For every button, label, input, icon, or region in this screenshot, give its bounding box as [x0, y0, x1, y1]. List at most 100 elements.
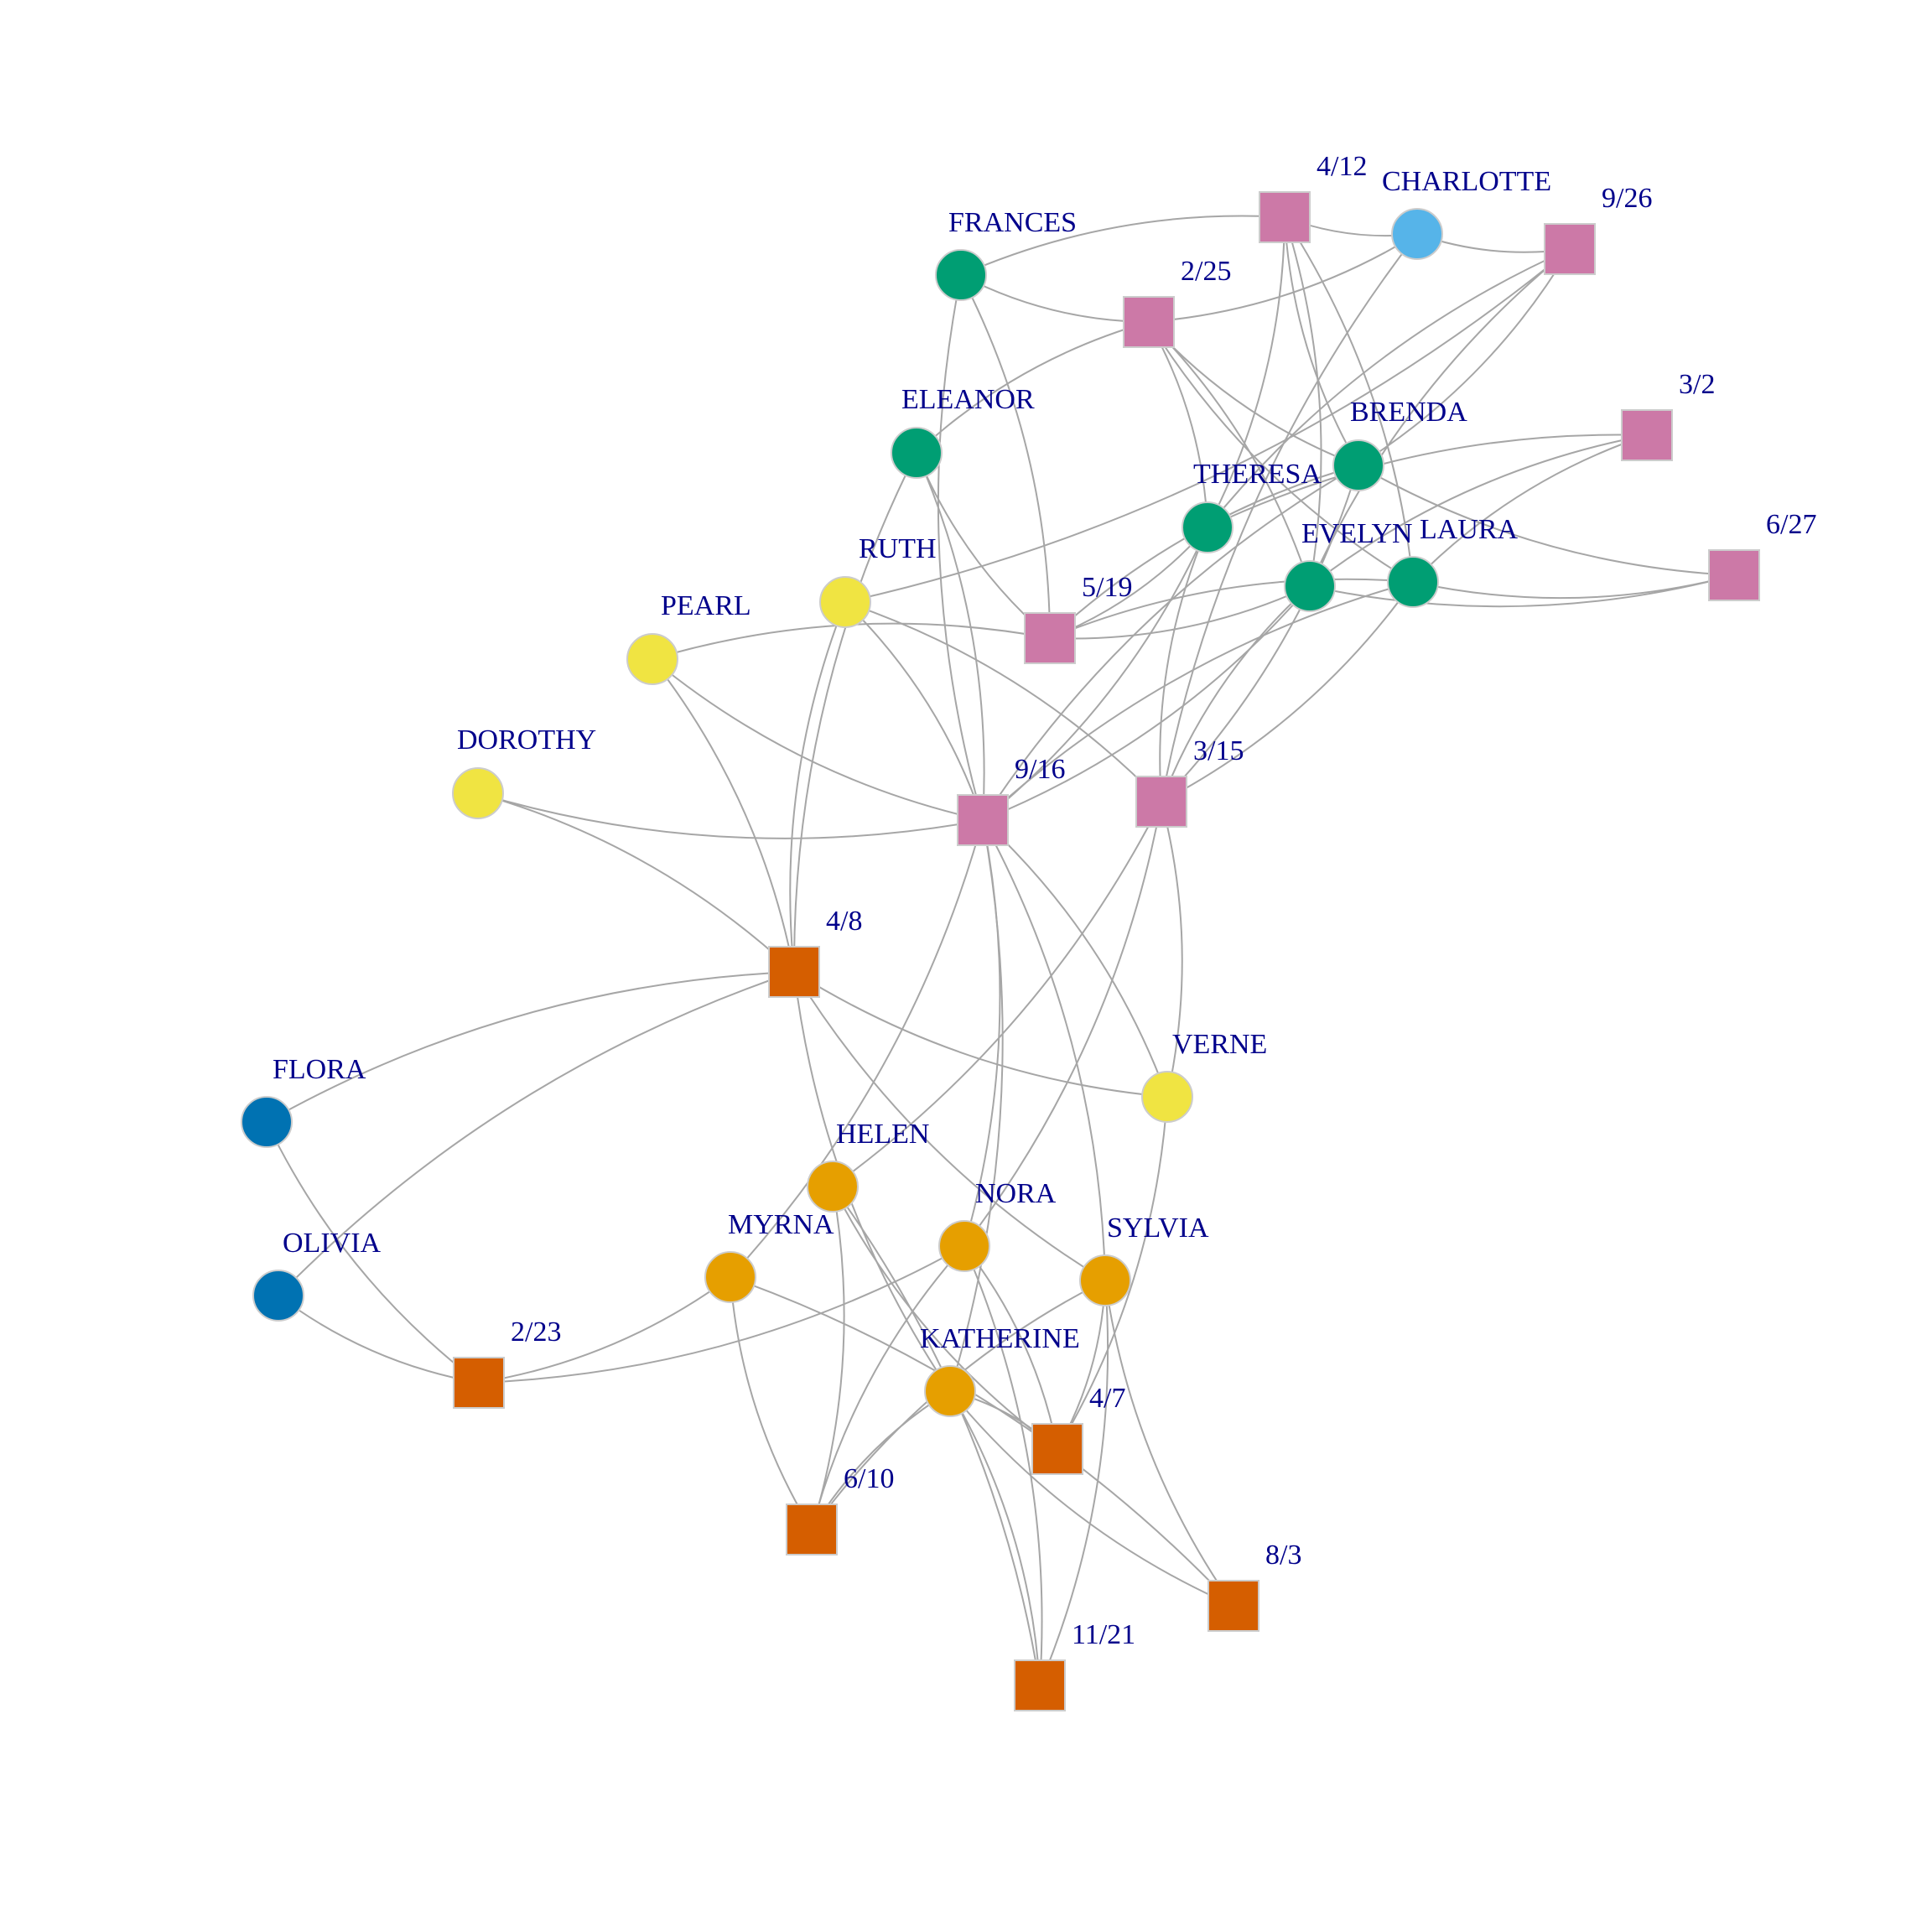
node-label-eleanor: ELEANOR — [901, 384, 1035, 415]
person-node-verne — [1141, 1071, 1193, 1123]
node-label-3-2: 3/2 — [1679, 369, 1715, 400]
node-label-3-15: 3/15 — [1193, 735, 1244, 766]
edge-brenda-e-9-26 — [1358, 248, 1571, 466]
person-node-olivia — [252, 1270, 304, 1322]
edge-evelyn-e-2-25 — [1148, 321, 1311, 587]
edge-eleanor-e-4-8 — [792, 452, 917, 973]
edge-nora-e-2-23 — [478, 1245, 965, 1384]
edge-charlotte-e-3-15 — [1161, 233, 1418, 802]
node-label-2-25: 2/25 — [1181, 256, 1231, 287]
node-label-theresa: THERESA — [1193, 459, 1322, 490]
node-label-charlotte: CHARLOTTE — [1382, 166, 1551, 197]
edge-pearl-e-9-16 — [652, 658, 984, 821]
edge-myrna-e-6-10 — [730, 1276, 813, 1530]
node-label-9-16: 9/16 — [1015, 754, 1065, 785]
event-node-9-26 — [1544, 223, 1596, 275]
event-node-5-19 — [1024, 612, 1076, 664]
edge-ruth-e-9-16 — [844, 601, 984, 821]
edge-katherine-e-8-3 — [949, 1390, 1234, 1607]
nodes-layer — [241, 191, 1760, 1711]
person-node-nora — [938, 1220, 990, 1272]
edge-flora-e-4-8 — [266, 971, 795, 1123]
edge-laura-e-9-16 — [982, 581, 1414, 821]
edge-nora-e-11-21 — [963, 1245, 1043, 1686]
edge-sylvia-e-8-3 — [1104, 1280, 1234, 1607]
event-node-4-8 — [768, 946, 820, 998]
edge-charlotte-e-2-25 — [1148, 233, 1418, 323]
edge-theresa-e-4-12 — [1207, 216, 1285, 528]
person-node-brenda — [1332, 439, 1384, 491]
edge-myrna-e-2-23 — [478, 1276, 731, 1384]
node-label-frances: FRANCES — [948, 207, 1077, 238]
person-node-ruth — [819, 576, 871, 628]
edge-helen-e-6-10 — [811, 1186, 845, 1530]
edge-helen-e-3-15 — [832, 801, 1162, 1187]
edge-eleanor-e-2-25 — [916, 321, 1150, 454]
edge-frances-e-9-16 — [937, 274, 984, 821]
edge-eleanor-e-9-16 — [916, 452, 985, 821]
node-label-laura: LAURA — [1420, 514, 1519, 545]
edge-evelyn-e-5-19 — [1049, 585, 1311, 640]
edge-evelyn-e-9-26 — [1309, 248, 1571, 587]
node-label-nora: NORA — [975, 1178, 1057, 1209]
edge-helen-e-4-7 — [832, 1186, 1058, 1450]
event-node-8-3 — [1208, 1580, 1259, 1632]
edge-olivia-e-2-23 — [278, 1295, 480, 1384]
edge-verne-e-9-16 — [982, 819, 1168, 1098]
person-node-eleanor — [891, 427, 943, 479]
edge-frances-e-5-19 — [960, 274, 1051, 639]
edge-evelyn-e-3-15 — [1161, 585, 1311, 802]
edge-myrna-e-9-16 — [730, 819, 984, 1278]
node-label-pearl: PEARL — [661, 590, 751, 621]
edge-sylvia-e-4-8 — [793, 971, 1106, 1281]
edge-sylvia-e-9-16 — [982, 819, 1106, 1281]
edge-brenda-e-9-16 — [982, 465, 1359, 821]
node-label-brenda: BRENDA — [1350, 397, 1467, 428]
person-node-sylvia — [1079, 1254, 1131, 1306]
event-node-11-21 — [1014, 1659, 1066, 1711]
edges-layer — [266, 215, 1735, 1686]
person-node-theresa — [1182, 501, 1233, 553]
event-node-3-15 — [1135, 776, 1187, 828]
node-label-dorothy: DOROTHY — [457, 724, 596, 756]
edge-evelyn-e-4-12 — [1284, 216, 1322, 587]
node-label-11-21: 11/21 — [1072, 1619, 1135, 1650]
person-node-myrna — [704, 1251, 756, 1303]
edge-dorothy-e-9-16 — [477, 792, 984, 839]
edge-olivia-e-4-8 — [278, 971, 795, 1296]
edge-verne-e-3-15 — [1161, 801, 1183, 1098]
edge-laura-e-3-2 — [1412, 434, 1648, 583]
event-node-4-7 — [1031, 1423, 1083, 1475]
edge-ruth-e-3-15 — [844, 601, 1162, 802]
edge-laura-e-3-15 — [1161, 581, 1414, 802]
event-node-6-27 — [1708, 549, 1760, 601]
edge-dorothy-e-4-8 — [477, 792, 795, 973]
edge-theresa-e-9-16 — [982, 527, 1208, 821]
edge-nora-e-9-16 — [963, 819, 1001, 1247]
edge-flora-e-2-23 — [266, 1121, 480, 1384]
node-label-6-10: 6/10 — [844, 1463, 894, 1494]
edge-verne-e-4-7 — [1057, 1096, 1168, 1450]
node-label-sylvia: SYLVIA — [1107, 1213, 1209, 1244]
edge-laura-e-2-25 — [1148, 321, 1414, 583]
event-node-4-12 — [1259, 191, 1311, 243]
node-label-katherine: KATHERINE — [920, 1323, 1080, 1354]
edge-evelyn-e-3-2 — [1309, 434, 1648, 587]
edge-theresa-e-3-2 — [1207, 434, 1648, 528]
edge-brenda-e-6-27 — [1358, 465, 1735, 576]
edge-ruth-e-4-8 — [789, 601, 846, 973]
edge-eleanor-e-5-19 — [916, 452, 1051, 639]
event-node-6-10 — [786, 1504, 838, 1555]
event-node-9-16 — [957, 794, 1009, 846]
edge-nora-e-4-7 — [963, 1245, 1058, 1450]
node-label-myrna: MYRNA — [728, 1209, 834, 1240]
node-label-helen: HELEN — [836, 1119, 929, 1150]
node-label-ruth: RUTH — [859, 533, 937, 564]
edge-sylvia-e-11-21 — [1039, 1280, 1109, 1686]
person-node-dorothy — [452, 767, 504, 819]
person-node-frances — [935, 249, 987, 301]
edge-laura-e-5-19 — [1049, 578, 1414, 639]
node-label-evelyn: EVELYN — [1301, 518, 1413, 549]
